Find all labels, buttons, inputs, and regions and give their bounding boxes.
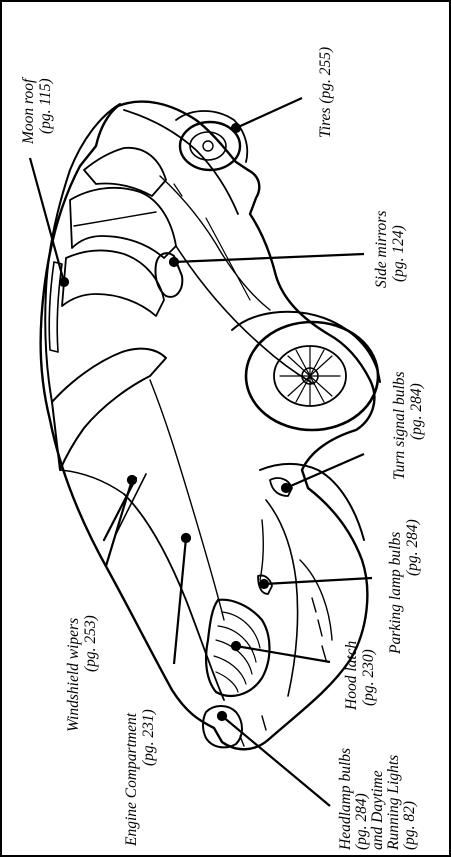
parking-lamp-page: (pg. 284) (404, 519, 421, 576)
hood-latch-page: (pg. 230) (360, 649, 377, 706)
label-tires: Tires (pg. 255) (317, 47, 334, 138)
parking-lamp-leader (263, 576, 373, 586)
engine-compartment-page: (pg. 231) (140, 709, 157, 766)
windshield (51, 347, 167, 471)
engine-compartment-label: Engine Compartment (123, 712, 140, 847)
side-mirrors-dot (168, 256, 180, 268)
rear-tire (178, 120, 242, 172)
daytime-running-lamp (202, 705, 243, 749)
moon-roof-dot (58, 276, 70, 288)
label-headlamp-bulbs: Headlamp bulbs (pg. 284) and Daytime Run… (337, 748, 418, 851)
hood-edge (123, 493, 225, 701)
turn-signal-label: Turn signal bulbs (391, 371, 408, 480)
front-wheel-spokes (279, 345, 341, 407)
turn-signal-dot (280, 482, 292, 494)
turn-signal-lamp (269, 477, 293, 497)
tires-dot (230, 122, 242, 134)
headlamp-running-lights-label: Running Lights (385, 755, 402, 851)
wiper-arm-2 (115, 473, 147, 535)
label-turn-signal-bulbs: Turn signal bulbs (pg. 284) (391, 371, 425, 480)
headlamp-lens-lines (213, 611, 261, 693)
beltline (175, 245, 315, 385)
front-side-window (61, 249, 165, 317)
parking-lamp-dot (258, 578, 270, 590)
side-mirrors-label: Side mirrors (373, 211, 390, 288)
turn-signal-leader (285, 452, 365, 490)
label-moon-roof: Moon roof (pg. 115) (20, 76, 54, 145)
roof-line (44, 103, 121, 403)
hood-latch-label: Hood latch (343, 640, 360, 711)
front-fascia-upper (259, 463, 365, 541)
side-mirrors-page: (pg. 124) (390, 225, 407, 282)
windshield-wipers-leader (104, 479, 134, 567)
label-side-mirrors: Side mirrors (pg. 124) (373, 211, 407, 288)
hood-latch-leader (235, 644, 331, 664)
hood-latch-dot (230, 640, 242, 652)
windshield-wipers-page: (pg. 253) (82, 615, 99, 672)
cowl-line (59, 469, 125, 495)
engine-compartment-dot (180, 532, 192, 544)
headlamp-label: Headlamp bulbs (337, 748, 354, 851)
label-windshield-wipers: Windshield wipers (pg. 253) (65, 615, 99, 732)
headlamp-assembly (205, 598, 271, 697)
rear-side-window (69, 186, 177, 259)
tires-leader (235, 96, 303, 130)
label-parking-lamp-bulbs: Parking lamp bulbs (pg. 284) (387, 519, 421, 655)
roof-rail (123, 109, 239, 215)
door-line (159, 175, 271, 311)
moon-roof-leader (28, 157, 66, 283)
turn-signal-page: (pg. 284) (408, 383, 425, 440)
headlamp-page: (pg. 284) (353, 793, 370, 850)
door-handle-rear (173, 183, 183, 197)
label-hood-latch: Hood latch (pg. 230) (343, 640, 377, 711)
bumper-vents (239, 597, 327, 747)
rear-wheel-rim (189, 131, 227, 161)
headlamp-dot (216, 710, 228, 722)
moon-roof-panel (48, 261, 63, 353)
front-fascia-lower (265, 499, 299, 697)
grille-edge (259, 519, 265, 581)
headlamp-drl-page: (pg. 82) (401, 801, 418, 850)
windshield-wipers-dot (126, 474, 138, 486)
headlamp-leader (221, 715, 331, 807)
car-illustration (39, 100, 381, 751)
headlamp-drl-label: and Daytime (369, 770, 386, 850)
hood-crease (149, 379, 225, 621)
window-pillar (73, 211, 157, 227)
windshield-wipers-label: Windshield wipers (65, 618, 82, 732)
parking-lamp-label: Parking lamp bulbs (387, 532, 404, 655)
wiper-arm-1 (102, 476, 138, 542)
label-engine-compartment: Engine Compartment (pg. 231) (123, 709, 157, 847)
side-mirrors-leader (173, 252, 365, 264)
rear-wheel-hub (202, 140, 214, 152)
leader-lines (28, 96, 373, 807)
tires-label: Tires (pg. 255) (317, 47, 334, 138)
rear-window (83, 147, 167, 197)
engine-compartment-leader (172, 537, 188, 665)
side-mirror (154, 252, 184, 298)
bumper-line (299, 559, 333, 641)
front-wheel-arch (231, 310, 381, 383)
moon-roof-label: Moon roof (20, 76, 37, 145)
car-body-outline (39, 100, 376, 751)
rear-wheel-arch (175, 110, 249, 163)
moon-roof-page: (pg. 115) (37, 78, 54, 134)
